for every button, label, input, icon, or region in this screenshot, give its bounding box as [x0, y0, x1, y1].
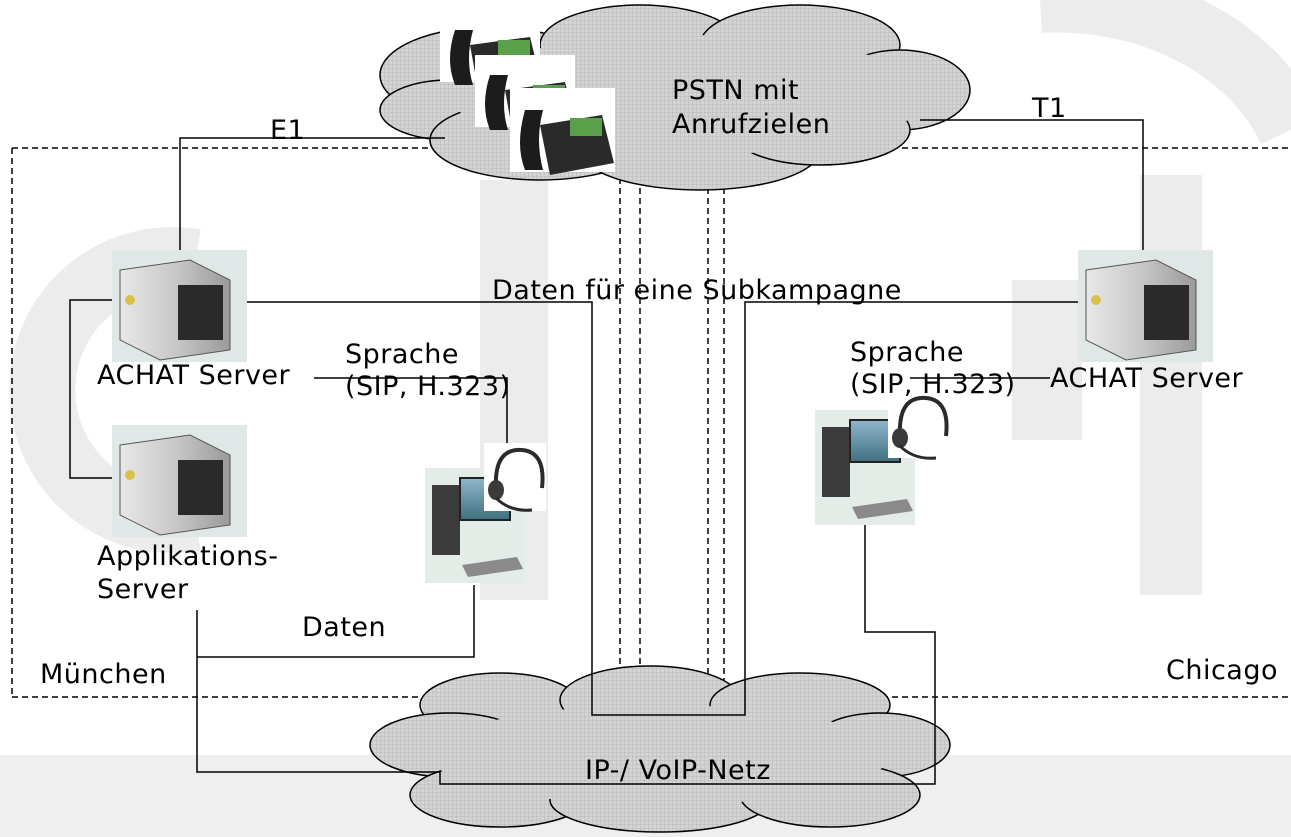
app-server-label: Applikations- [97, 541, 279, 572]
desk-phone-icon [510, 88, 615, 175]
connection-lines [69, 119, 1144, 785]
munich-achat-server-label: ACHAT Server [97, 360, 291, 391]
munich-voice-protocols: (SIP, H.323) [345, 371, 511, 402]
munich-site-label: München [40, 659, 167, 690]
chicago-achat-server-label: ACHAT Server [1050, 363, 1244, 394]
site-boundary [11, 147, 1291, 698]
e1-link-label: E1 [270, 115, 306, 146]
subcampaign-label: Daten für eine Subkampagne [492, 275, 902, 306]
pstn-label: PSTN mit [672, 75, 800, 106]
server-icon [112, 425, 247, 537]
chicago-voice-label: Sprache [850, 337, 964, 368]
server-icon [112, 250, 247, 362]
server-icon [1078, 250, 1213, 362]
app-server-label: Server [97, 574, 189, 605]
data-label: Daten [302, 612, 387, 643]
headset-icon [888, 393, 950, 460]
ip-cloud-label: IP-/ VoIP-Netz [585, 755, 771, 786]
chicago-voice-protocols: (SIP, H.323) [850, 369, 1016, 400]
munich-voice-label: Sprache [345, 339, 459, 370]
chicago-site-label: Chicago [1166, 655, 1279, 686]
pstn-label: Anrufzielen [672, 109, 831, 140]
headset-icon [484, 443, 546, 512]
ip-cloud [369, 665, 951, 833]
t1-link-label: T1 [1032, 93, 1067, 124]
